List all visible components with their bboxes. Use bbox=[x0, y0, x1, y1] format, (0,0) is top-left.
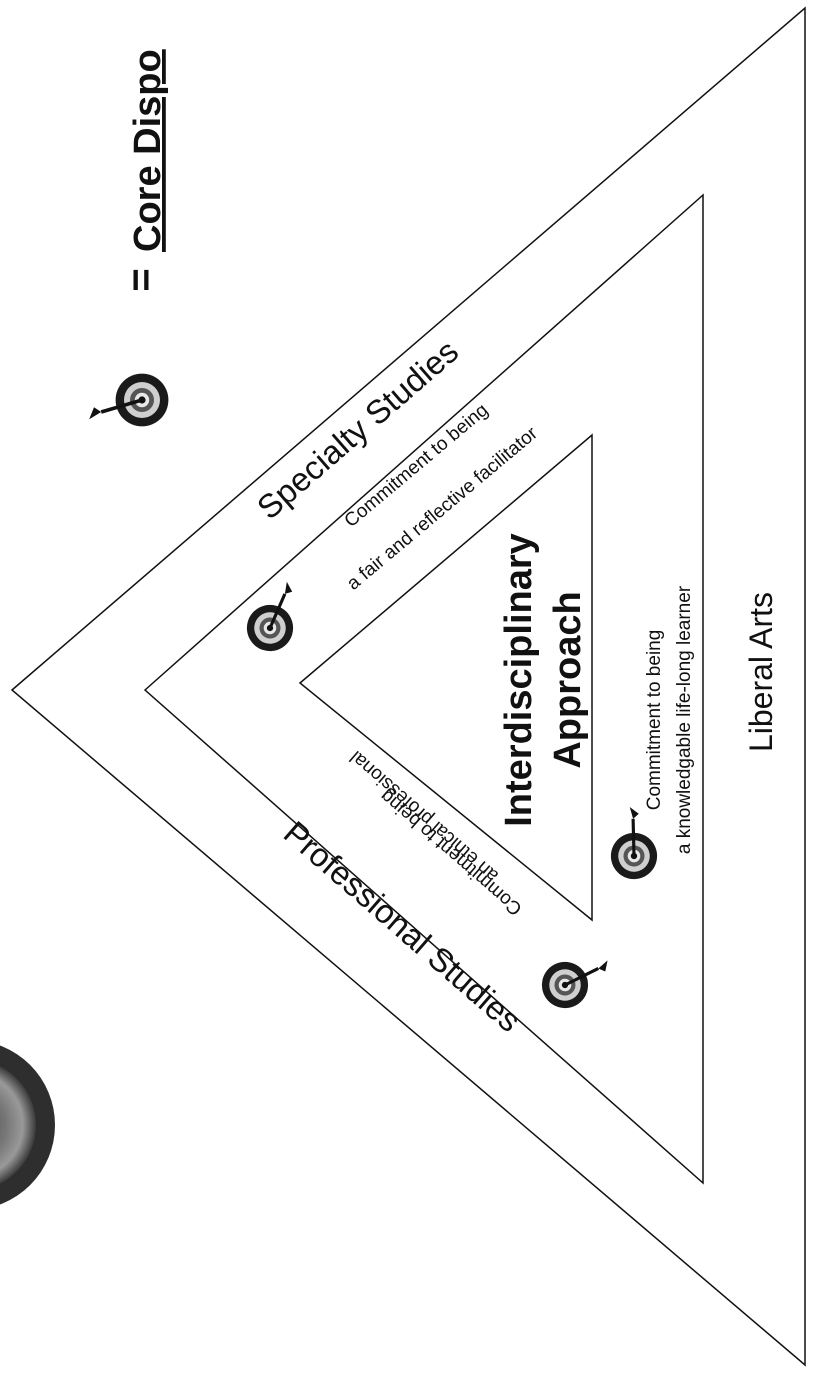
ethical-commitment-line2: an ethical professional bbox=[346, 746, 502, 886]
liberal-arts-label: Liberal Arts bbox=[743, 592, 779, 752]
decorative-target-icon bbox=[0, 1045, 55, 1205]
legend-equals: = bbox=[119, 268, 163, 291]
fair-facilitator-target-icon bbox=[235, 576, 319, 663]
approach-label: Approach bbox=[547, 591, 589, 768]
inner-triangle bbox=[298, 433, 593, 922]
specialty-studies-label: Specialty Studies bbox=[250, 332, 465, 526]
professional-studies-label: Professional Studies bbox=[277, 814, 528, 1039]
legend-target-icon bbox=[87, 371, 171, 429]
learner-commitment-line2: a knowledgable life-long learner bbox=[674, 585, 695, 854]
interdisciplinary-label: Interdisciplinary bbox=[498, 533, 540, 827]
outer-triangle bbox=[10, 6, 806, 1367]
core-dispositions-heading: Core Dispo bbox=[127, 49, 169, 252]
life-long-learner-target-icon bbox=[604, 803, 670, 886]
ethical-professional-target-icon bbox=[536, 952, 617, 1014]
learner-commitment-line1: Commitment to being bbox=[644, 630, 665, 811]
middle-triangle bbox=[143, 193, 704, 1185]
